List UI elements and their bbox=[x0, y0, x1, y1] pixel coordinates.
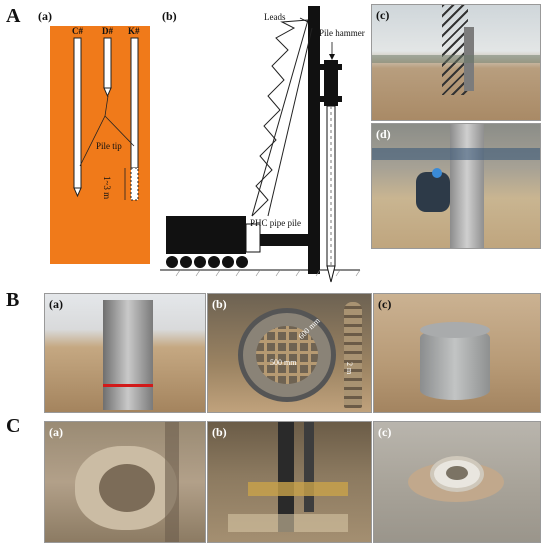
section-label-b: B bbox=[6, 289, 20, 311]
section-label-a: A bbox=[6, 5, 21, 27]
panel-c-b-label: (b) bbox=[212, 425, 227, 439]
pile-d-tip bbox=[103, 87, 112, 98]
panel-b-c-label: (c) bbox=[378, 297, 392, 311]
pile-label-k: K# bbox=[128, 26, 140, 36]
section-label-c: C bbox=[6, 415, 21, 437]
ground-hatch bbox=[160, 269, 361, 277]
pile-k-extension bbox=[130, 167, 139, 201]
panel-c-a-label: (a) bbox=[49, 425, 63, 439]
pile-k bbox=[130, 37, 139, 169]
machine-wheels bbox=[166, 256, 248, 268]
photo-excavated-pile-hole: (a) bbox=[44, 421, 206, 543]
panel-a-c-label: (c) bbox=[376, 8, 390, 22]
panel-a-d-label: (d) bbox=[376, 127, 391, 141]
pile-toe bbox=[326, 265, 336, 283]
photo-reinforcement-cage: 600 mm 500 mm 2 m (b) bbox=[207, 293, 372, 413]
photo-pile-driving-site: (c) bbox=[371, 4, 541, 121]
pile-tip-pointer-d bbox=[104, 95, 109, 117]
pile-layout-schematic bbox=[50, 26, 150, 264]
pile-c-tip bbox=[73, 187, 82, 198]
pile-label-c: C# bbox=[72, 26, 83, 36]
pile-hammer bbox=[324, 60, 338, 106]
photo-concrete-pile-head: (c) bbox=[373, 293, 541, 413]
machine-cab bbox=[245, 223, 261, 253]
panel-a-a-label: (a) bbox=[38, 9, 52, 23]
photo-drilling-rig: (b) bbox=[207, 421, 372, 543]
leads-mast bbox=[308, 6, 320, 274]
photo-grouting-collar: (c) bbox=[373, 421, 541, 543]
panel-a-b-label: (b) bbox=[162, 9, 177, 23]
machine-body bbox=[166, 216, 246, 254]
photo-steel-casing: (a) bbox=[44, 293, 206, 413]
pile-tip-pointer-c bbox=[79, 115, 106, 167]
boom-lattice bbox=[251, 19, 313, 217]
panel-c-c-label: (c) bbox=[378, 425, 392, 439]
dimension-label: 1~3 m bbox=[102, 176, 112, 200]
pile-tip-label: Pile tip bbox=[96, 141, 122, 151]
machine-arm bbox=[260, 234, 308, 246]
panel-b-a-label: (a) bbox=[49, 297, 63, 311]
dimension-500mm: 500 mm bbox=[270, 358, 297, 367]
pile-label-d: D# bbox=[102, 26, 113, 36]
pile-d bbox=[103, 37, 112, 89]
leads-label: Leads bbox=[264, 12, 286, 22]
pile-tip-pointer-k bbox=[104, 115, 135, 147]
dimension-2m: 2 m bbox=[345, 362, 354, 375]
pile-drawing bbox=[73, 37, 139, 201]
photo-welding-pile: (d) bbox=[371, 123, 541, 249]
pile-driver-schematic bbox=[160, 6, 361, 283]
pile-hammer-label: Pile hammer bbox=[319, 28, 365, 38]
phc-pipe-pile-label: PHC pipe pile bbox=[250, 218, 301, 228]
panel-b-b-label: (b) bbox=[212, 297, 227, 311]
